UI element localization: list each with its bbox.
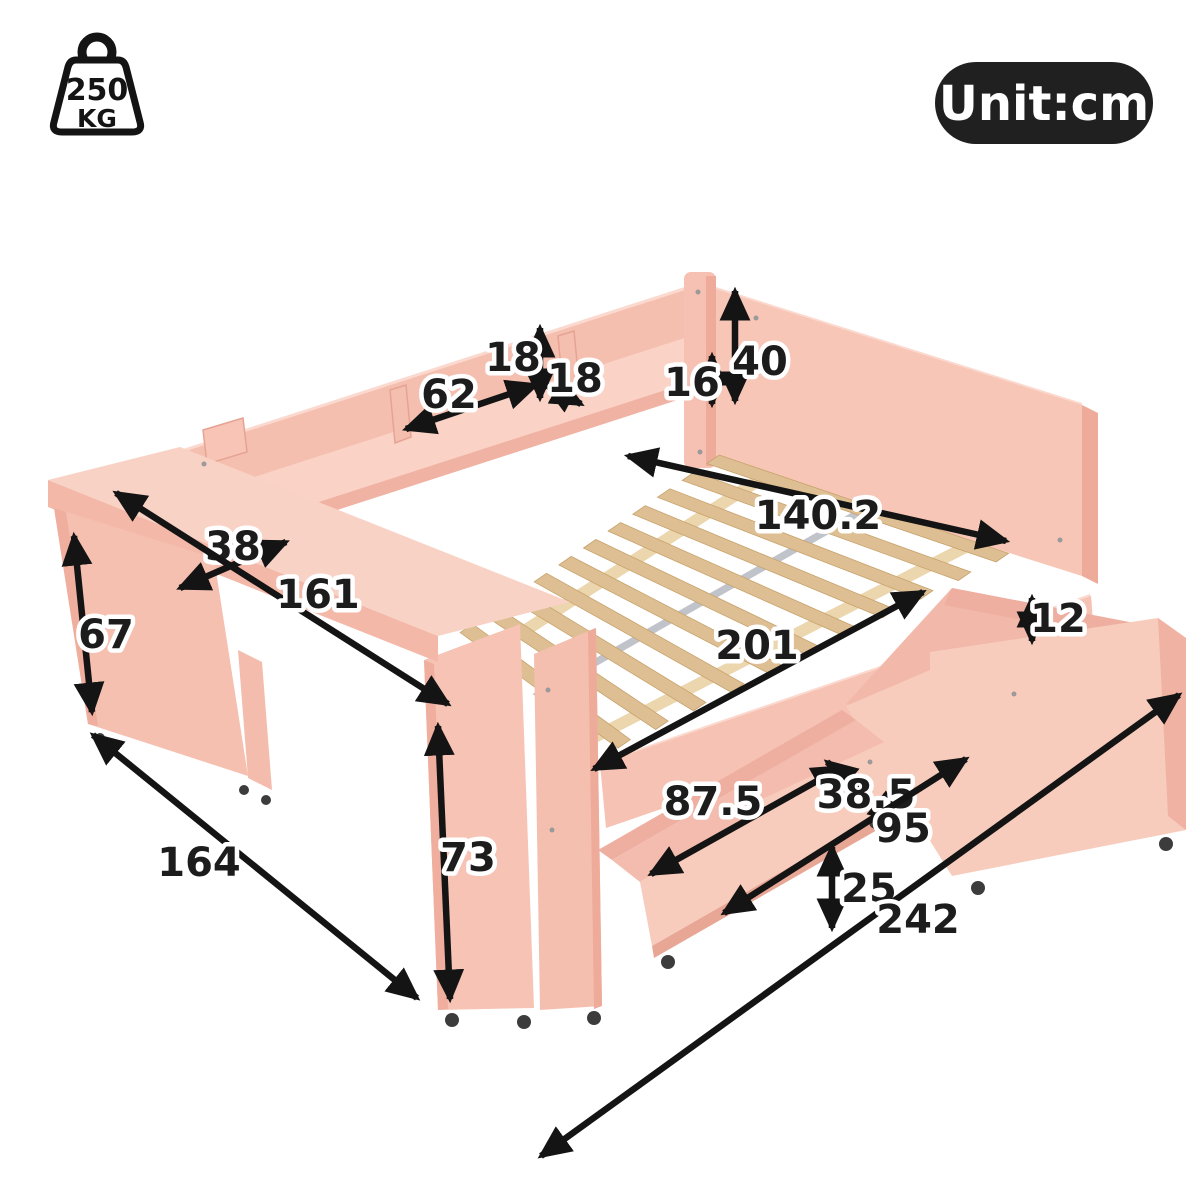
dimension-label-panel-height: 73 [440, 835, 496, 881]
dimension-label-headboard-height: 40 [732, 339, 788, 385]
dimension-arrow-desk-height [61, 531, 105, 717]
unit-badge-background [935, 62, 1153, 144]
dimension-label-rail-gap: 16 [664, 360, 720, 406]
dimension-arrow-panel-height [423, 721, 465, 1004]
weight-icon-body [49, 56, 145, 136]
unit-badge-label: Unit:cm [939, 76, 1149, 132]
dimension-label-shelf-height: 18 [485, 335, 541, 381]
dimension-label-total-length: 242 [876, 897, 960, 943]
dimension-label-bed-length: 201 [715, 623, 799, 669]
unit-badge: Unit:cm [935, 62, 1153, 144]
dimension-arrow-bed-width [623, 447, 1011, 550]
dimension-arrow-floor-length [89, 732, 421, 1001]
max-load-badge: 250 KG [49, 32, 145, 136]
rail-end-tab [202, 417, 248, 465]
headboard-side-edge [1082, 405, 1098, 584]
dimension-label-floor-length: 164 [157, 840, 241, 886]
bed-illustration [48, 272, 1186, 1029]
dimension-arrow-desk-length [112, 490, 452, 707]
dimension-arrow-shelf-depth [542, 376, 585, 413]
dimension-label-desk-length: 161 [276, 572, 360, 618]
dimension-label-drawer-long-length: 87.5 [664, 779, 763, 825]
dimension-label-desk-height: 67 [78, 612, 134, 658]
dimension-arrow-shelf-length [402, 379, 540, 435]
dimension-label-shelf-length: 62 [421, 372, 477, 418]
dimension-arrow-total-length [537, 692, 1183, 1159]
dimension-label-drawer-short-length: 95 [875, 806, 931, 852]
dimension-label-bed-width: 140.2 [755, 493, 882, 539]
max-load-unit: KG [77, 104, 117, 133]
max-load-value: 250 [66, 73, 129, 108]
dimension-label-drawer-clearance: 12 [1030, 596, 1086, 642]
dimension-label-desk-depth: 38 [205, 524, 261, 570]
dimension-label-shelf-depth: 18 [547, 356, 603, 402]
